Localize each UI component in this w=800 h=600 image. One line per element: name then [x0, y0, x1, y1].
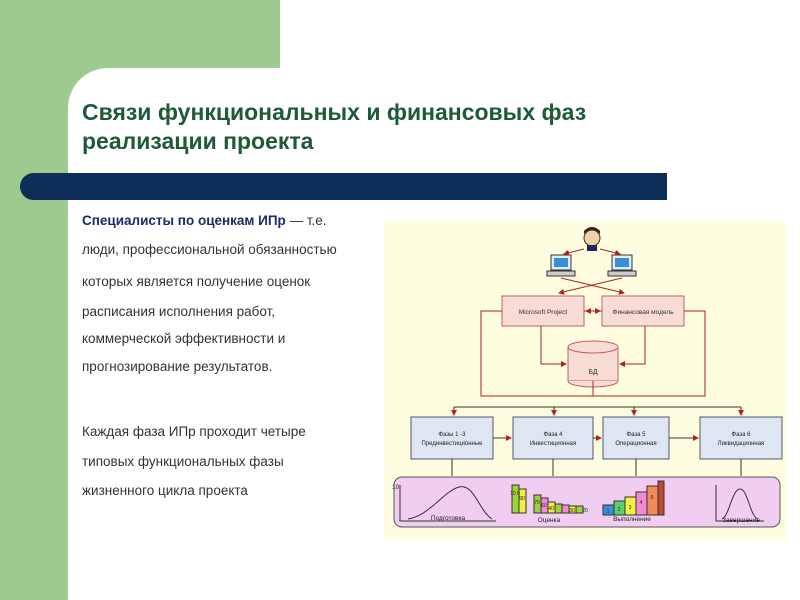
stage-label-completion: Завершение: [722, 517, 760, 524]
body-line-7: Каждая фаза ИПр проходит четыре: [82, 424, 306, 439]
lifecycle-band: [393, 476, 781, 528]
phase-4-line-1: Фаза 6: [732, 432, 752, 438]
step-label-2: 2: [618, 507, 621, 513]
bar-label-6: 30: [569, 508, 575, 514]
database-icon: [567, 340, 619, 388]
fin-model-label: Финансовая модель: [613, 309, 675, 316]
evaluation-bars: [511, 484, 584, 514]
phase-1-line-2: Прединвестиционные: [422, 441, 484, 447]
body-line-2: люди, профессиональной обязанностью: [82, 242, 337, 257]
stage-label-execution: Выполнение: [613, 516, 651, 523]
slide-title: Связи функциональных и финансовых фаз ре…: [82, 98, 682, 156]
preparation-curve: [407, 486, 493, 520]
bar-label-5: 40: [548, 506, 554, 512]
title-divider-bar: [20, 173, 667, 200]
body-line-6: прогнозирование результатов.: [82, 359, 273, 374]
phase-box-4: [699, 416, 783, 460]
phase-2-line-2: Инвестиционная: [530, 441, 577, 447]
title-line-2: реализации проекта: [82, 128, 314, 154]
title-line-1: Связи функциональных и финансовых фаз: [82, 99, 587, 125]
phase-box-1: [410, 416, 494, 460]
bar-label-2: 90: [519, 496, 525, 502]
phase-1-line-1: Фазы 1 -3: [439, 432, 467, 438]
phase-2-line-1: Фаза 4: [544, 432, 564, 438]
diagram-canvas: Microsoft Project Финансовая модель БД Ф…: [392, 227, 783, 528]
body-line-9: жизненного цикла проекта: [82, 483, 248, 498]
bar-label-1: 10 0: [510, 491, 520, 497]
computer-icon-right: [607, 254, 637, 277]
user-icon: [583, 227, 601, 251]
bar-label-4: 60: [541, 503, 547, 509]
y-max-label: 10: [392, 484, 400, 491]
bar-label-7: 20: [582, 508, 588, 514]
top-accent-block: [0, 0, 280, 68]
body-line-1: Специалисты по оценкам ИПр — т.е.: [82, 213, 327, 228]
db-label: БД: [588, 369, 598, 376]
computer-icon-left: [546, 254, 576, 277]
phase-3-line-1: Фаза 5: [627, 432, 647, 438]
bar-label-3: 70: [534, 500, 540, 506]
specialists-definition: — т.е.: [285, 213, 327, 228]
body-line-3: которых является получение оценок: [82, 274, 311, 289]
phase-box-2: [512, 416, 594, 460]
body-line-8: типовых функциональных фазы: [82, 454, 284, 469]
body-line-4: расписания исполнения работ,: [82, 304, 276, 319]
step-label-1: 1: [607, 509, 610, 515]
stage-label-preparation: Подготовка: [431, 515, 466, 522]
step-label-3: 3: [629, 505, 632, 511]
corner-curve: [68, 68, 108, 108]
step-label-5: 5: [651, 495, 654, 501]
project-phases-diagram: Microsoft Project Финансовая модель БД Ф…: [384, 221, 786, 539]
execution-steps: [602, 480, 665, 516]
specialists-term: Специалисты по оценкам ИПр: [82, 213, 286, 228]
step-label-4: 4: [640, 500, 643, 506]
phase-3-line-2: Операционная: [615, 441, 656, 447]
completion-curve: [721, 488, 759, 520]
ms-project-label: Microsoft Project: [519, 309, 568, 316]
phase-box-3: [602, 416, 670, 460]
phase-4-line-2: Ликвидационная: [718, 441, 765, 447]
body-line-5: коммерческой эффективности и: [82, 331, 286, 346]
stage-label-evaluation: Оценка: [538, 517, 561, 524]
left-accent-bar: [0, 0, 68, 600]
